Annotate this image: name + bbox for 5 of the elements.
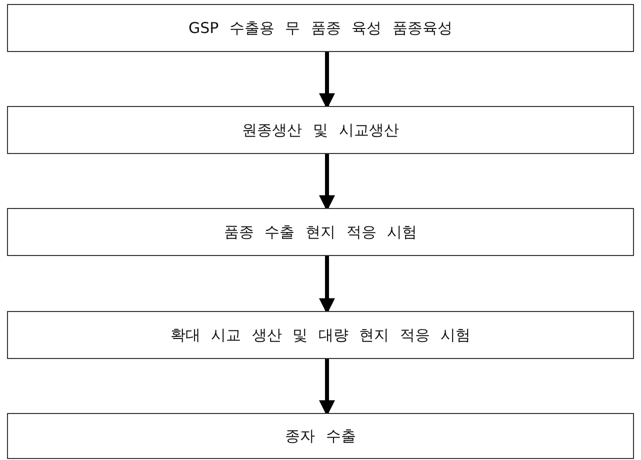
process-box: 원종생산 및 시교생산 [7, 106, 634, 154]
process-box: 종자 수출 [7, 413, 634, 459]
process-box: 품종 수출 현지 적응 시험 [7, 208, 634, 256]
process-box: 확대 시교 생산 및 대량 현지 적응 시험 [7, 311, 634, 359]
process-box: GSP 수출용 무 품종 육성 품종육성 [7, 4, 634, 52]
